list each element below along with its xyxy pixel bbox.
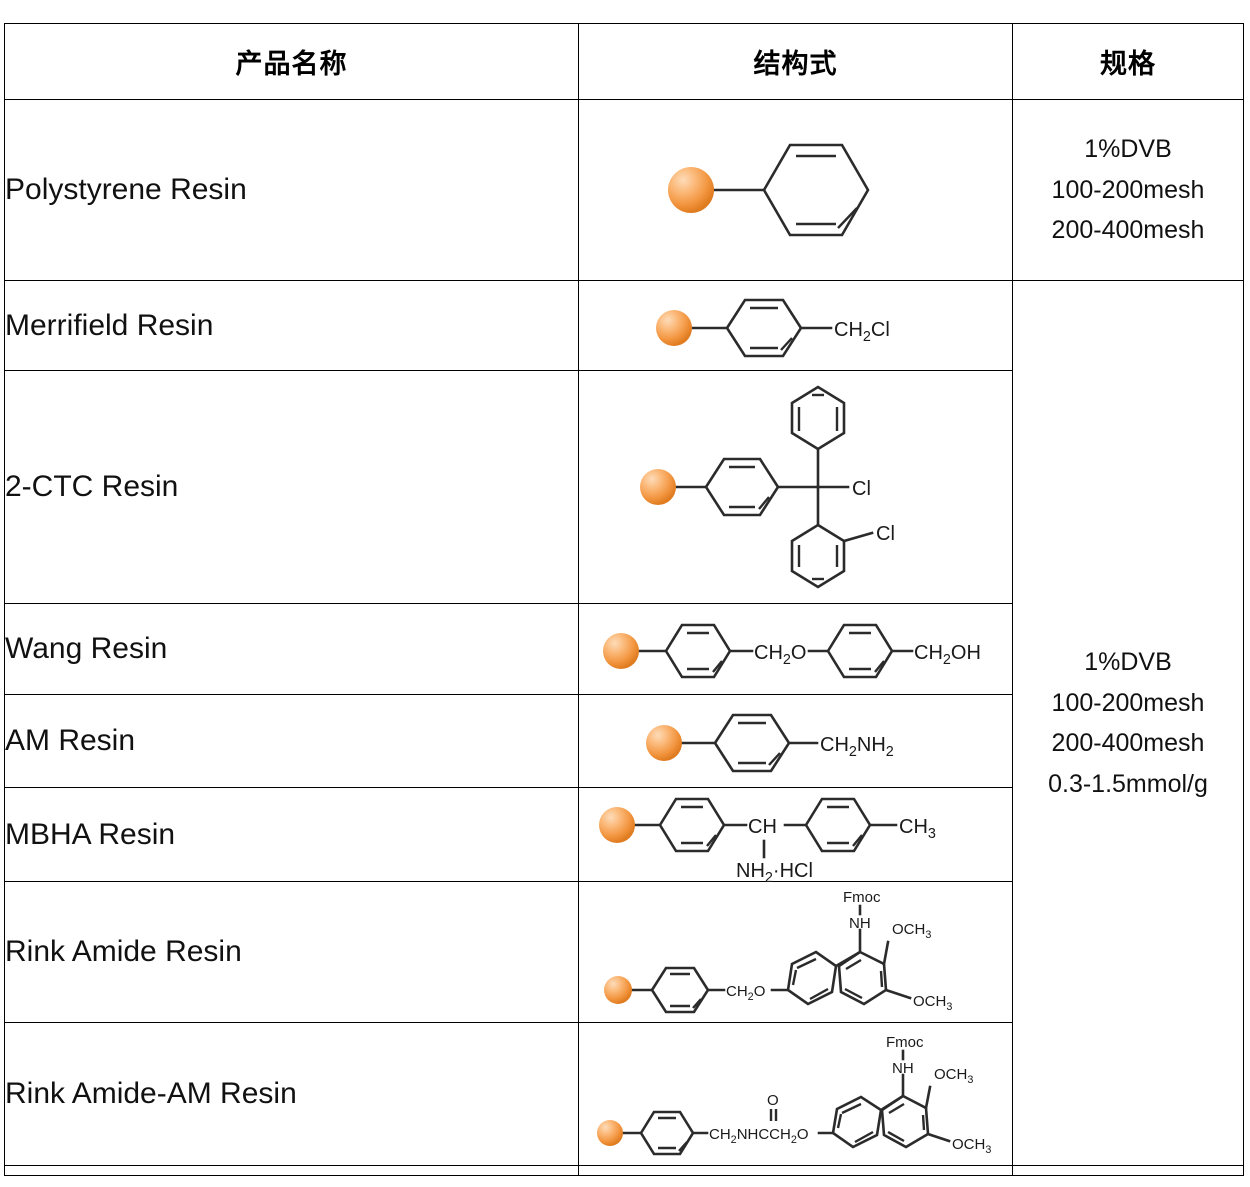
label-ch2o: CH2O <box>754 642 806 668</box>
polystyrene-structure <box>667 143 870 237</box>
structure-cell-mbha: CH NH2·HCl CH3 <box>578 787 1013 886</box>
table-row: AM Resin CH2NH2 <box>4 694 1244 788</box>
table-row: 2-CTC Resin <box>4 370 1244 604</box>
header-specification: 规格 <box>1012 23 1244 100</box>
resin-product-table: 产品名称 结构式 规格 Polystyrene Resin <box>4 23 1244 1176</box>
product-name-cell: AM Resin <box>4 694 579 788</box>
structure-cell-polystyrene <box>578 99 1013 281</box>
label-cl-1: Cl <box>852 478 871 500</box>
spec-line: 100-200mesh <box>1051 688 1205 717</box>
am-structure: CH2NH2 <box>646 713 894 773</box>
resin-bead-icon <box>667 167 714 213</box>
product-name-cell: Wang Resin <box>4 603 579 695</box>
structure-cell-merrifield: CH2Cl <box>578 280 1013 371</box>
label-fmoc: Fmoc <box>843 889 881 906</box>
table-row: MBHA Resin CH <box>4 787 1244 886</box>
rink-amide-am-structure: CH2NHCCH2O O <box>596 1034 991 1156</box>
label-ch2oh: CH2OH <box>914 642 981 668</box>
structure-cell-partial <box>578 1165 1013 1176</box>
wang-structure: CH2O CH2OH <box>602 623 981 679</box>
label-ch3: CH3 <box>899 816 936 842</box>
structure-cell-rink-amide: CH2O NH <box>578 881 1013 1023</box>
label-och3-2: OCH3 <box>913 993 952 1013</box>
structure-cell-2ctc: Cl Cl <box>578 370 1013 604</box>
label-nh2-hcl: NH2·HCl <box>736 860 813 886</box>
header-structure: 结构式 <box>578 23 1013 100</box>
label-fmoc: Fmoc <box>886 1034 924 1051</box>
resin-bead-icon <box>646 725 682 761</box>
rink-amide-structure: CH2O NH <box>603 889 952 1014</box>
specification-cell-partial <box>1012 1165 1244 1176</box>
table-header: 产品名称 结构式 规格 <box>4 23 1244 100</box>
label-och3-1: OCH3 <box>934 1066 973 1086</box>
2-ctc-structure: Cl Cl <box>639 385 895 589</box>
table-row: Rink Amide-AM Resin CH2NHCCH2O <box>4 1022 1244 1166</box>
spec-line: 200-400mesh <box>1051 216 1205 245</box>
merrifield-structure: CH2Cl <box>655 298 890 357</box>
resin-bead-icon <box>639 469 676 505</box>
spec-line: 0.3-1.5mmol/g <box>1048 769 1208 798</box>
resin-bead-icon <box>598 806 635 843</box>
label-nh: NH <box>849 915 871 932</box>
table-row-partial <box>4 1165 1244 1176</box>
structure-cell-am: CH2NH2 <box>578 694 1013 788</box>
specification-cell-group-1: 1%DVB 100-200mesh 200-400mesh <box>1012 99 1244 281</box>
label-ch2o: CH2O <box>726 983 765 1003</box>
product-name-cell: Rink Amide Resin <box>4 881 579 1023</box>
table-row: Merrifield Resin CH2Cl <box>4 280 1244 1166</box>
spec-line: 100-200mesh <box>1051 175 1205 204</box>
header-row: 产品名称 结构式 规格 <box>4 23 1244 100</box>
label-nh: NH <box>892 1060 914 1077</box>
label-och3-1: OCH3 <box>892 921 931 941</box>
product-name-cell: Merrifield Resin <box>4 280 579 371</box>
resin-bead-icon <box>655 309 692 346</box>
table-body: Polystyrene Resin <box>4 99 1244 1176</box>
structure-cell-wang: CH2O CH2OH <box>578 603 1013 695</box>
table-row: Rink Amide Resin CH2O <box>4 881 1244 1023</box>
resin-bead-icon <box>603 976 632 1004</box>
label-ch2nhcch2o: CH2NHCCH2O <box>709 1126 809 1146</box>
table-row: Wang Resin CH2O <box>4 603 1244 695</box>
label-carbonyl-o: O <box>767 1092 779 1109</box>
header-product-name: 产品名称 <box>4 23 579 100</box>
product-name-cell: 2-CTC Resin <box>4 370 579 604</box>
product-name-cell: Rink Amide-AM Resin <box>4 1022 579 1166</box>
mbha-structure: CH NH2·HCl CH3 <box>598 797 936 886</box>
product-name-cell: MBHA Resin <box>4 787 579 882</box>
label-och3-2: OCH3 <box>952 1136 991 1156</box>
table-row: Polystyrene Resin <box>4 99 1244 281</box>
product-name-cell-partial <box>4 1165 579 1176</box>
spec-line: 200-400mesh <box>1051 729 1205 757</box>
resin-bead-icon <box>596 1120 623 1146</box>
resin-bead-icon <box>602 633 639 669</box>
label-ch2nh2: CH2NH2 <box>820 734 894 760</box>
label-cl-2: Cl <box>876 523 895 545</box>
specification-cell-group-2: 1%DVB 100-200mesh 200-400mesh 0.3-1.5mmo… <box>1012 280 1244 1166</box>
structure-cell-rink-amide-am: CH2NHCCH2O O <box>578 1022 1013 1166</box>
label-ch: CH <box>748 816 777 838</box>
spec-line: 1%DVB <box>1084 648 1172 676</box>
product-name-cell: Polystyrene Resin <box>4 99 579 281</box>
label-ch2cl: CH2Cl <box>834 319 890 345</box>
spec-line: 1%DVB <box>1084 135 1172 164</box>
